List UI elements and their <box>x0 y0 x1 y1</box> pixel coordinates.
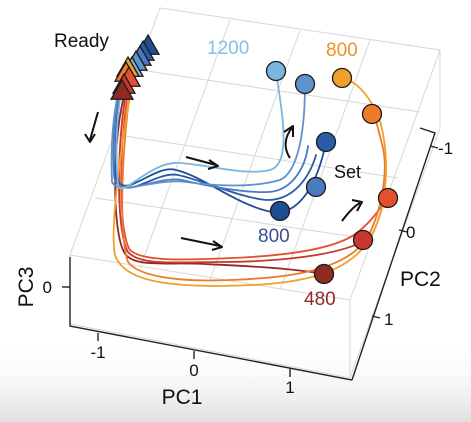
direction-arrow <box>185 156 217 166</box>
interval-label: 1200 <box>207 38 249 59</box>
direction-arrow <box>341 202 361 222</box>
end-circle <box>331 67 353 89</box>
x-tick-label: -1 <box>90 343 105 362</box>
end-circle <box>315 131 337 153</box>
grid-line <box>117 134 399 179</box>
set-label: Set <box>334 162 361 182</box>
direction-arrows <box>84 111 363 251</box>
y-tick <box>371 315 381 319</box>
arrow-head <box>211 240 223 251</box>
trajectory-red-4 <box>121 71 386 282</box>
trajectory-blue-4 <box>110 55 306 189</box>
x-tick-label: 0 <box>189 361 198 380</box>
arrow-head <box>351 199 363 212</box>
end-circle <box>352 229 374 251</box>
arrow-head <box>207 159 219 170</box>
x-tick-label: 1 <box>285 378 294 397</box>
x-axis-title: PC1 <box>162 386 203 409</box>
grid-line <box>139 19 231 269</box>
end-circle <box>313 263 335 285</box>
grid-line <box>279 39 371 291</box>
axes <box>62 127 439 381</box>
y-axis-title: PC2 <box>400 268 441 291</box>
start-triangle <box>109 78 135 100</box>
axis-frame-right <box>351 127 436 381</box>
arrow-head <box>84 133 96 143</box>
end-circle <box>305 176 327 198</box>
y-tick <box>398 229 408 233</box>
direction-arrow <box>180 237 221 247</box>
y-tick-label: 0 <box>406 223 415 242</box>
y-tick-label: 1 <box>384 310 393 329</box>
end-circle <box>377 187 399 209</box>
ready-label: Ready <box>54 31 109 52</box>
trajectory-blue-5 <box>115 57 285 190</box>
axis-frame-left <box>69 257 353 381</box>
y-tick-label: -1 <box>438 139 453 158</box>
z-axis-title: PC3 <box>15 267 38 308</box>
grid-line <box>159 7 441 51</box>
direction-arrow <box>284 127 293 159</box>
z-tick-label: 0 <box>43 278 52 297</box>
end-circle <box>294 73 316 95</box>
direction-arrow <box>89 111 99 141</box>
interval-label: 800 <box>326 40 358 61</box>
arrow-head <box>283 125 294 137</box>
end-circle <box>361 103 383 125</box>
trajectory-blue-3 <box>112 52 309 193</box>
grid-line <box>69 254 351 301</box>
markers <box>109 33 399 285</box>
end-circle <box>269 200 291 222</box>
end-circle <box>265 60 287 82</box>
grid-line <box>94 197 376 241</box>
grid-line <box>69 323 351 379</box>
y-tick <box>429 145 439 149</box>
interval-label: 800 <box>258 226 290 247</box>
grid-line <box>349 49 441 301</box>
interval-label: 480 <box>304 289 336 310</box>
